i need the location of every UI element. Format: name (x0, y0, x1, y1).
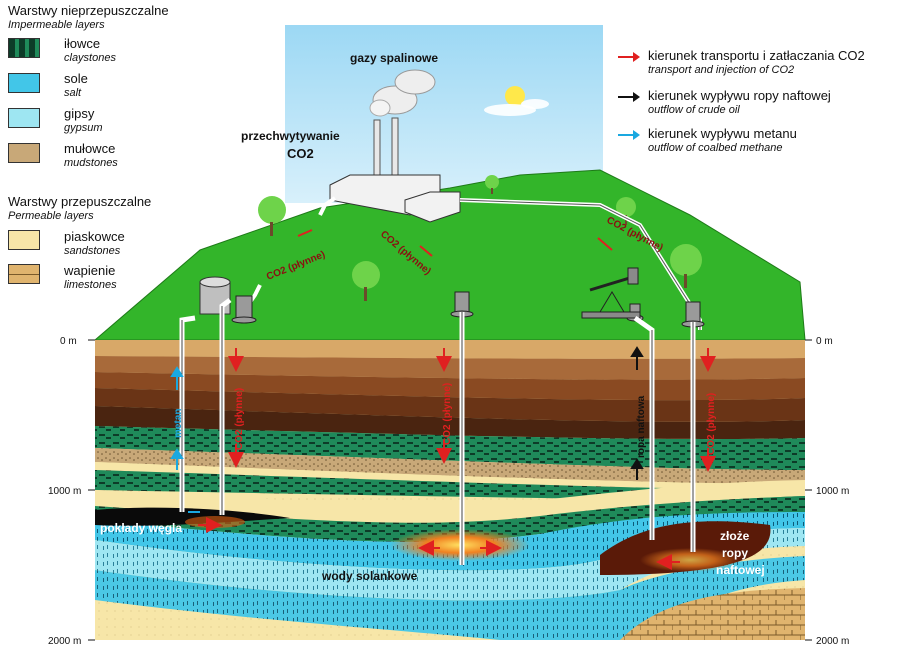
depth-label-left-2000: 2000 m (48, 636, 81, 647)
legend-label-en: claystones (64, 52, 116, 64)
legend-swatch-mudstones (8, 143, 40, 163)
depth-label-right-0: 0 m (816, 336, 833, 347)
cross-section (95, 340, 805, 640)
depth-label-left-1000: 1000 m (48, 486, 81, 497)
impermeable-subtitle: Impermeable layers (8, 19, 105, 31)
co2-liquid-label: CO2 (płynne) (234, 388, 245, 450)
oil-deposit-label-2: ropy (722, 546, 748, 560)
methane-outflow-arrows (170, 366, 200, 513)
capture-label: przechwytywanie (241, 129, 340, 143)
legend-label: wapienie (64, 263, 116, 278)
legend-swatch-claystones (8, 38, 40, 58)
legend-label-en: salt (64, 87, 82, 99)
capture-co2-label: CO2 (287, 146, 314, 161)
legend-swatch-sandstones (8, 230, 40, 250)
key-label-en: outflow of crude oil (648, 104, 740, 116)
pumpjack-icon (581, 267, 641, 319)
black-arrow-icon (618, 92, 640, 102)
impermeable-title: Warstwy nieprzepuszczalne (8, 3, 169, 18)
key-label-en: outflow of coalbed methane (648, 142, 783, 154)
key-label: kierunek wypływu metanu (648, 126, 797, 141)
legend-label: mułowce (64, 141, 116, 156)
storage-tank (199, 276, 231, 315)
red-arrow-icon (618, 52, 640, 62)
coal-seams-label: pokłady węgla (100, 521, 182, 535)
legend-label: iłowce (64, 36, 101, 51)
permeable-subtitle: Permeable layers (8, 210, 94, 222)
legend-swatch-limestones (8, 264, 40, 284)
key-label: kierunek wypływu ropy naftowej (648, 88, 831, 103)
co2-liquid-label: CO2 (płynne) (706, 393, 717, 455)
tree-icon (258, 175, 702, 301)
key-label: kierunek transportu i zatłaczania CO2 (648, 48, 865, 63)
oil-deposit-label-3: naftowej (716, 563, 765, 577)
legend-label: sole (64, 71, 88, 86)
methane-label: metan (173, 409, 184, 438)
oil-deposit-label-1: złoże (720, 529, 750, 543)
permeable-title: Warstwy przepuszczalne (8, 194, 152, 209)
flue-gas-label: gazy spalinowe (350, 51, 438, 65)
blue-arrow-icon (618, 130, 640, 140)
co2-injection-arrows (198, 348, 716, 570)
co2-liquid-label: CO2 (płynne) (442, 383, 453, 445)
legend-label: piaskowce (64, 229, 125, 244)
brine-label: wody solankowe (321, 569, 418, 583)
legend-label-en: gypsum (64, 122, 103, 134)
key-label-en: transport and injection of CO2 (648, 64, 795, 76)
depth-label-right-2000: 2000 m (816, 636, 849, 647)
legend-label-en: mudstones (64, 157, 118, 169)
legend-swatch-salt (8, 73, 40, 93)
power-plant (329, 69, 461, 223)
legend-label-en: limestones (64, 279, 117, 291)
legend-label-en: sandstones (64, 245, 121, 257)
depth-label-left-0: 0 m (60, 336, 77, 347)
legend-swatch-gypsum (8, 108, 40, 128)
oil-outflow-arrows (630, 346, 644, 480)
oil-label: ropa naftowa (636, 395, 647, 458)
sun-icon (505, 86, 525, 106)
depth-label-right-1000: 1000 m (816, 486, 849, 497)
legend-label: gipsy (64, 106, 95, 121)
